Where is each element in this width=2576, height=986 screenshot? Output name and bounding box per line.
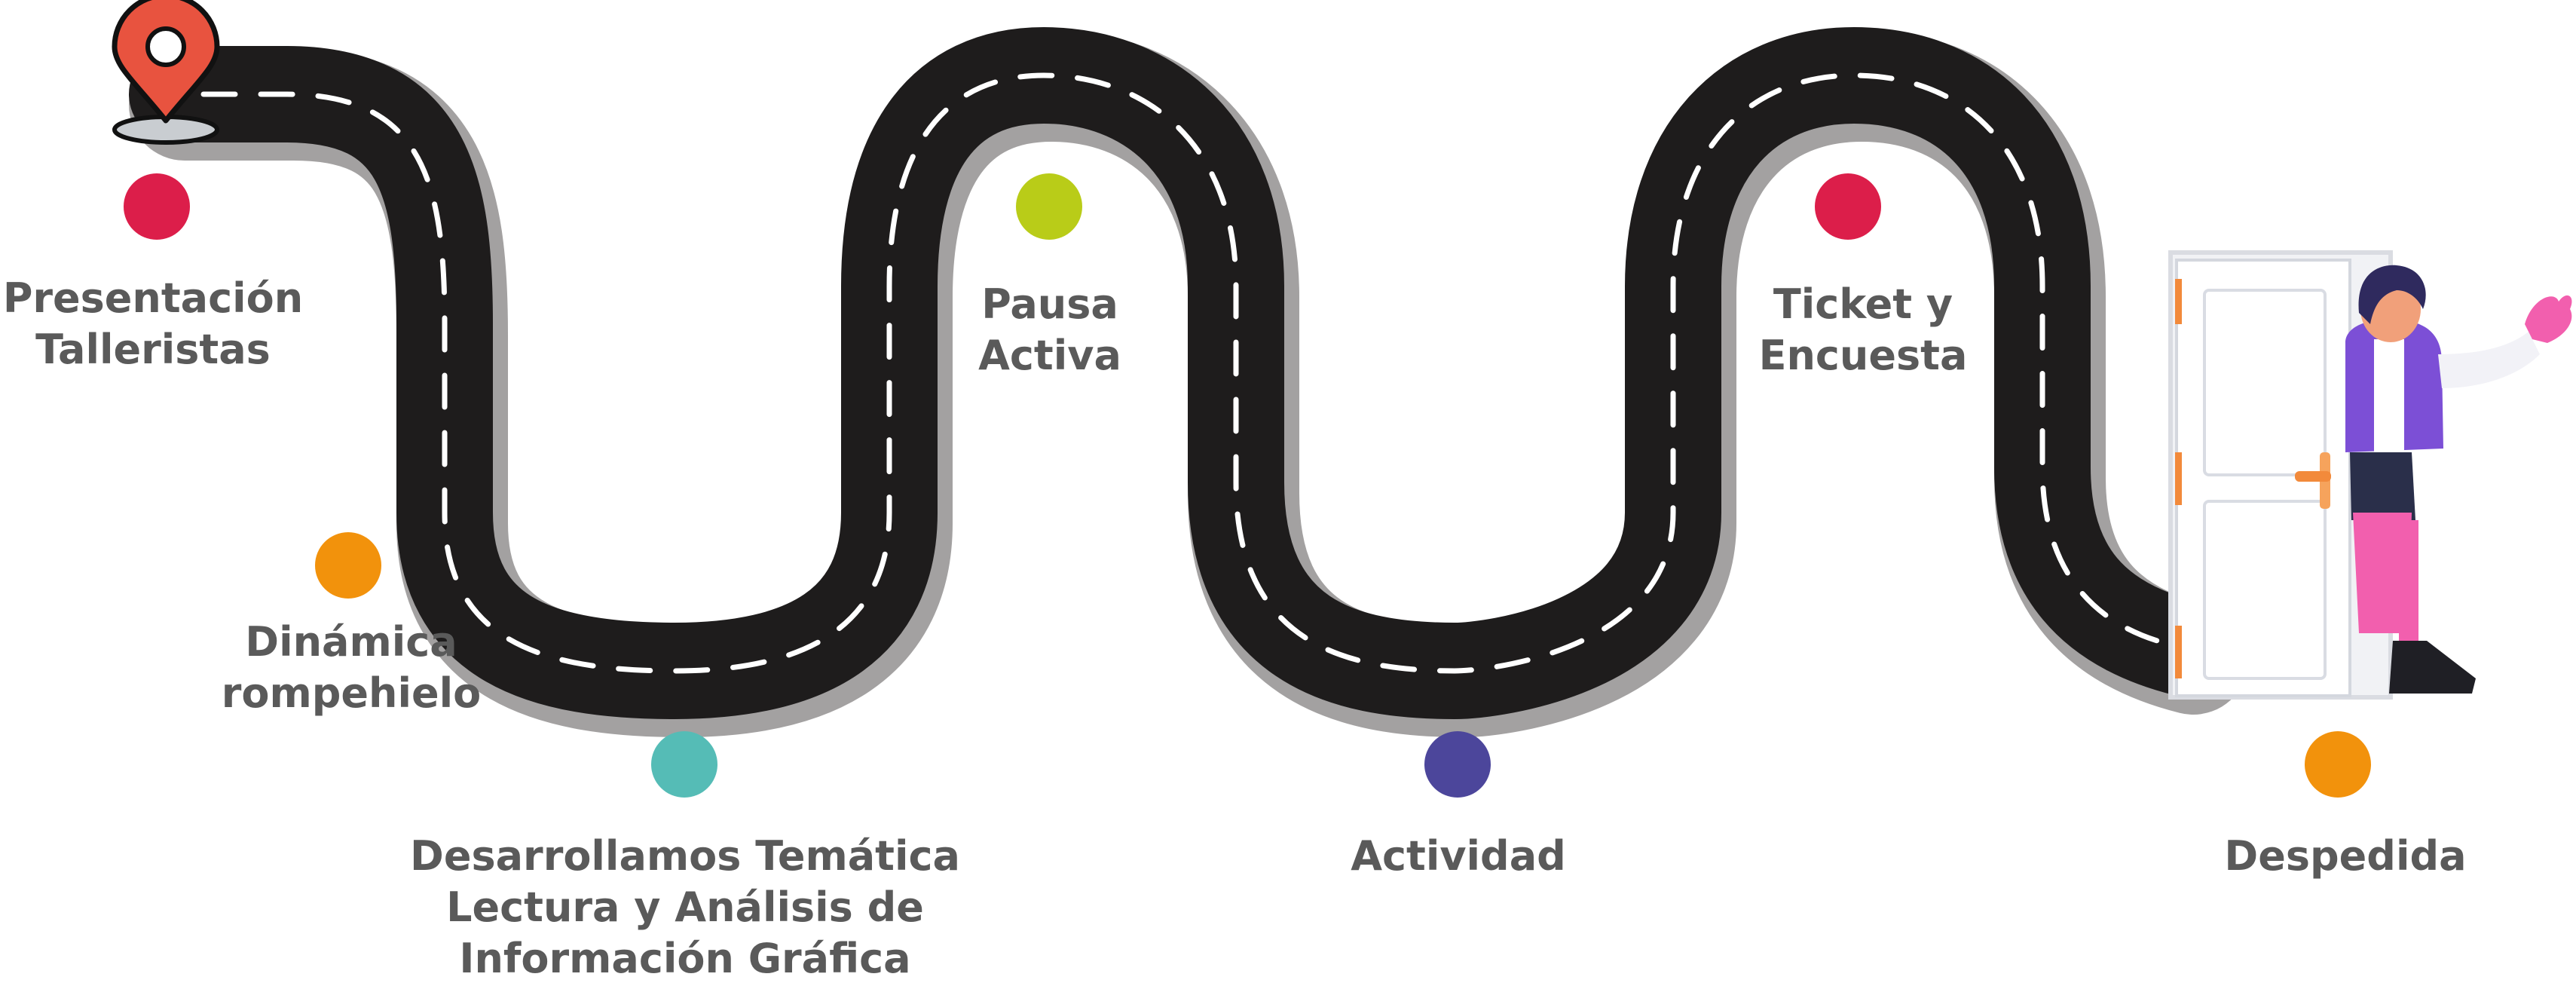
step-label-line: Lectura y Análisis de xyxy=(446,883,924,931)
step-label-line: Encuesta xyxy=(1758,332,1968,379)
step-label-despedida: Despedida xyxy=(2224,831,2466,882)
step-dot-despedida xyxy=(2305,731,2371,798)
step-label-line: Desarrollamos Temática xyxy=(410,832,960,880)
step-label-line: Despedida xyxy=(2224,832,2467,880)
step-label-presentacion: Presentación Talleristas xyxy=(3,273,303,375)
map-pin-icon xyxy=(112,0,220,145)
step-label-desarrollamos: Desarrollamos Temática Lectura y Análisi… xyxy=(410,831,960,984)
person-at-door-illustration xyxy=(2168,250,2572,700)
step-label-line: Ticket y xyxy=(1773,280,1953,328)
step-label-pausa: Pausa Activa xyxy=(978,279,1121,381)
step-label-ticket: Ticket y Encuesta xyxy=(1759,279,1968,381)
step-dot-pausa xyxy=(1016,173,1082,240)
step-label-line: Información Gráfica xyxy=(459,935,911,982)
step-dot-actividad xyxy=(1424,731,1491,798)
step-label-line: rompehielo xyxy=(221,669,482,717)
step-label-line: Activa xyxy=(978,332,1121,379)
step-dot-dinamica xyxy=(315,532,381,599)
step-dot-desarrollamos xyxy=(651,731,717,798)
step-dot-presentacion xyxy=(124,173,190,240)
step-label-line: Pausa xyxy=(981,280,1118,328)
road-lane-marking xyxy=(200,72,2174,674)
step-label-dinamica: Dinámica rompehielo xyxy=(222,617,481,719)
step-label-line: Talleristas xyxy=(35,326,271,373)
step-label-line: Actividad xyxy=(1351,832,1566,880)
step-dot-ticket xyxy=(1815,173,1881,240)
step-label-actividad: Actividad xyxy=(1351,831,1566,882)
step-label-line: Presentación xyxy=(2,274,304,322)
step-label-line: Dinámica xyxy=(245,618,457,666)
